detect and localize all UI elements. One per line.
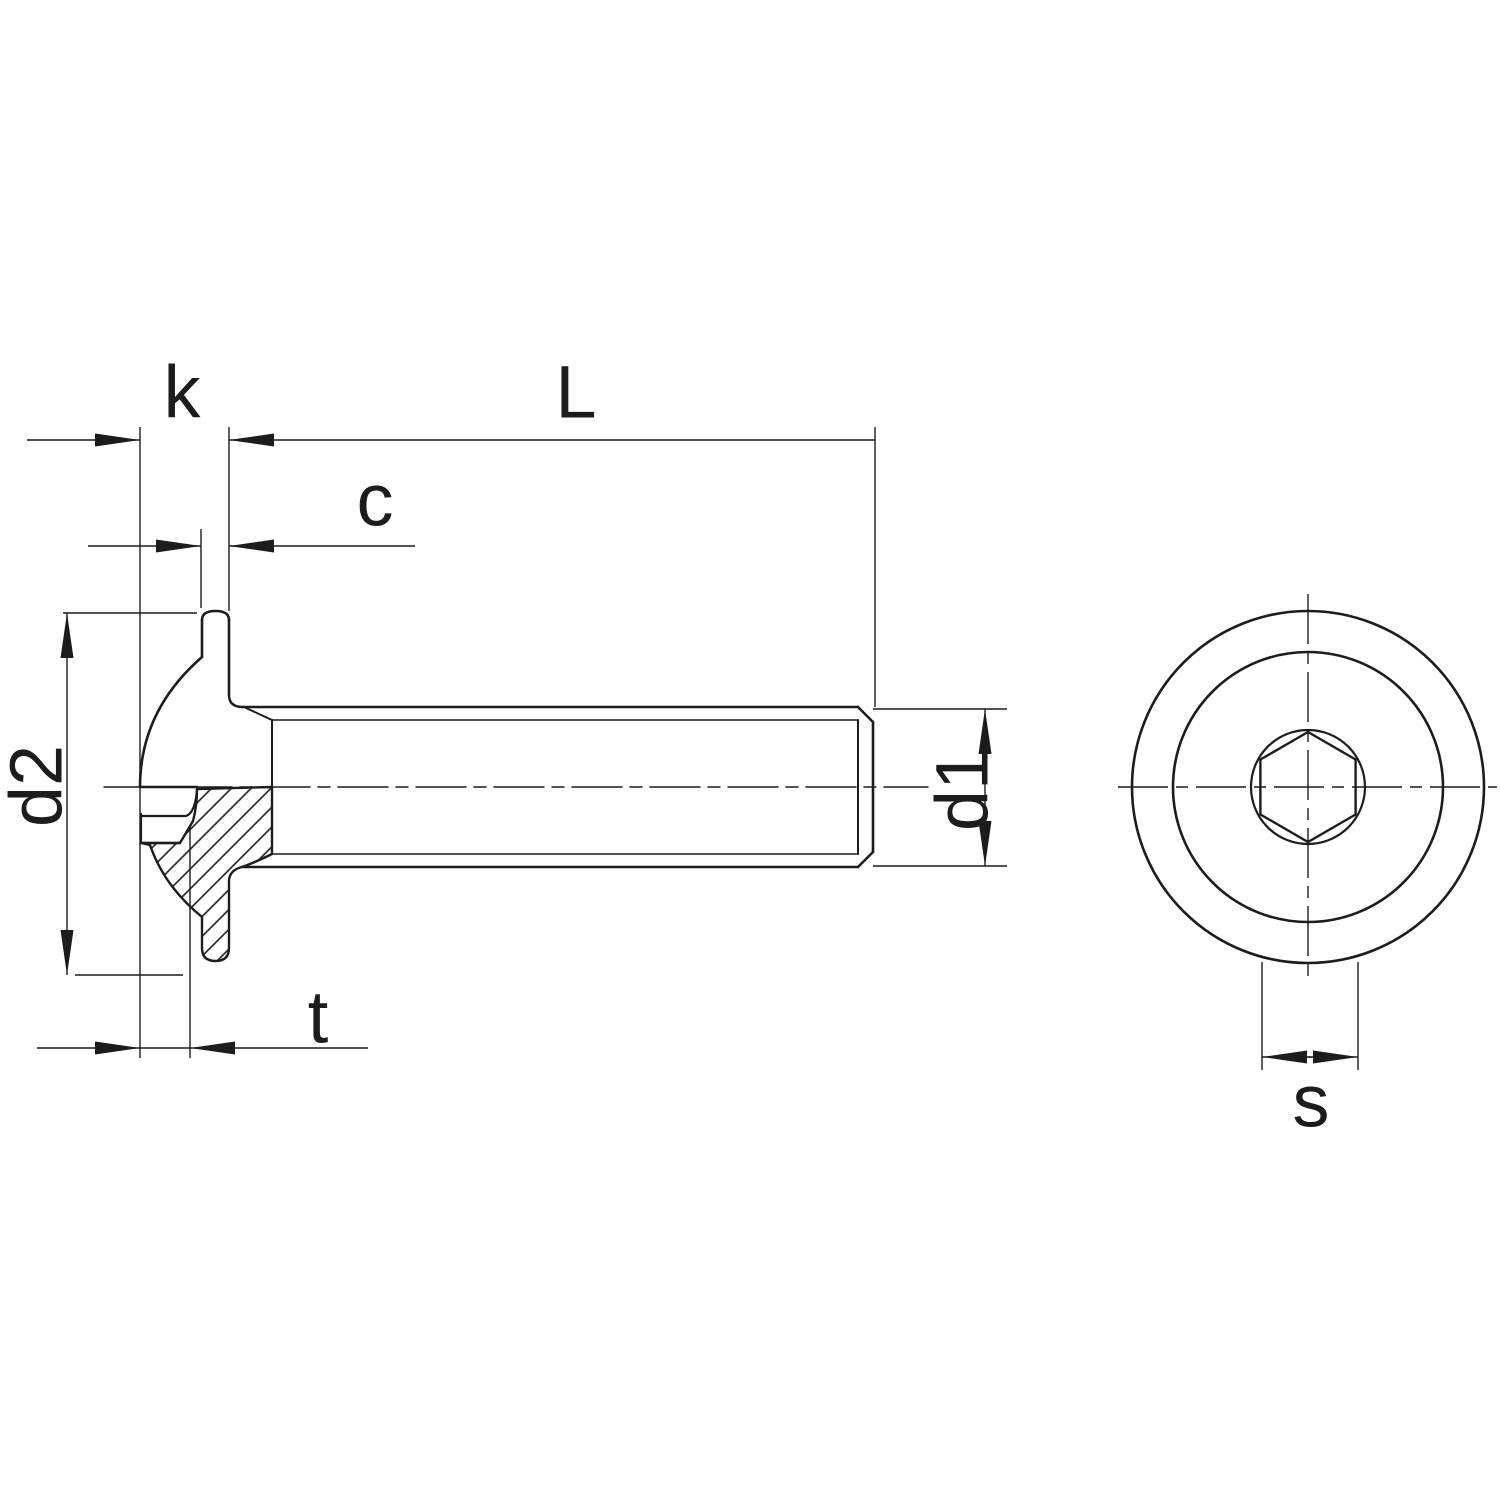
end-view	[1118, 594, 1497, 978]
label-c: c	[357, 459, 394, 542]
flange-rim-top	[200, 609, 231, 622]
label-L: L	[555, 351, 596, 434]
label-k: k	[164, 351, 202, 434]
end-chamfer-top	[856, 705, 875, 724]
dimension-linework	[27, 427, 1359, 1070]
end-chamfer-bottom	[856, 850, 875, 869]
underhead-fillet-top	[227, 693, 245, 709]
side-view	[103, 609, 929, 963]
label-d2: d2	[0, 745, 78, 827]
label-t: t	[308, 976, 329, 1059]
socket-flat-edge	[140, 788, 199, 818]
label-d1: d1	[921, 749, 1004, 831]
head-dome-arc	[138, 655, 204, 789]
thread-runout-top	[245, 707, 273, 721]
dimension-labels: k L c t s d2 d1	[0, 351, 1330, 1143]
label-s: s	[1293, 1060, 1330, 1143]
